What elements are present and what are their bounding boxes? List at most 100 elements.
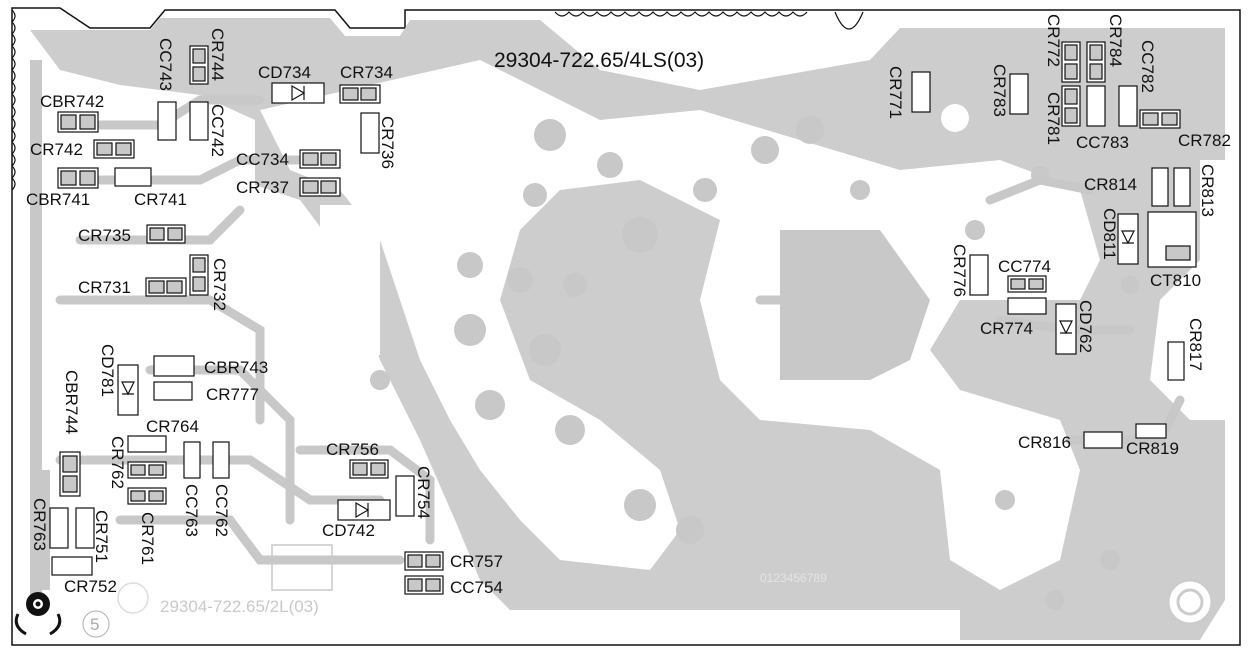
label-cr732: CR732 [210,258,229,311]
footprint-cr784 [1086,41,1106,83]
footprint-cr764 [127,435,167,453]
footprint-ct810 [1147,211,1197,268]
label-cr813: CR813 [1198,164,1217,217]
label-cr817: CR817 [1186,318,1205,371]
label-cr814: CR814 [1084,175,1137,194]
footprint-cc763 [183,441,201,479]
label-cr771: CR771 [886,66,905,119]
footprint-cr816 [1083,431,1123,449]
footprint-cr763 [49,507,69,549]
footprint-cr757 [404,551,444,571]
label-cr816: CR816 [1018,433,1071,452]
footprint-cr732 [189,254,209,296]
board-title: 29304-722.65/4LS(03) [494,49,705,72]
footprint-cd781 [117,364,139,416]
label-cc774: CC774 [998,257,1051,276]
footprint-cr736 [360,112,380,154]
label-cc743: CC743 [156,38,175,91]
footprint-cbr742 [57,111,99,133]
label-cr819: CR819 [1126,439,1179,458]
label-cbr742: CBR742 [40,92,105,111]
footprint-cr731 [145,277,187,297]
label-cc763: CC763 [182,484,201,537]
footprint-cbr744 [59,451,81,497]
fiducial-icon [14,592,62,636]
footprint-cc742 [189,101,209,141]
footprint-cr776 [969,254,989,296]
label-cd734: CD734 [258,63,311,82]
footprint-cr742 [93,139,135,159]
label-cd762: CD762 [1076,300,1095,353]
footprint-cd742 [337,499,391,521]
label-cr757: CR757 [450,552,503,571]
serial-marking: 0123456789 [760,571,827,585]
label-cc783: CC783 [1076,133,1129,152]
footprint-cc734 [299,149,341,169]
label-cr744: CR744 [208,28,227,81]
label-cr754: CR754 [414,466,433,519]
footprint-cd762 [1055,303,1077,355]
label-cbr741: CBR741 [26,190,91,209]
components [49,41,1197,595]
footprint-cr771 [911,71,931,113]
label-cr763: CR763 [30,498,49,551]
label-cr784: CR784 [1106,14,1125,67]
footprint-cr752 [51,556,93,576]
label-cr742: CR742 [30,140,83,159]
footprint-cr741 [114,167,152,187]
label-cc734: CC734 [236,150,289,169]
label-cr774: CR774 [980,319,1033,338]
footprint-cr762 [127,461,167,479]
footprint-cr737 [299,177,341,197]
footprint-cbr741 [57,167,99,189]
vias [370,116,1139,610]
footprint-cr774 [1007,297,1047,315]
label-cr735: CR735 [78,226,131,245]
footprint-cr819 [1135,423,1167,439]
footprint-cr813 [1173,167,1191,207]
label-cr764: CR764 [146,417,199,436]
label-cc762: CC762 [212,484,231,537]
label-cr737: CR737 [236,178,289,197]
footprint-cd734 [271,82,325,104]
footprint-cd811 [1117,213,1139,265]
label-cc742: CC742 [208,104,227,157]
footprint-cr734 [339,84,381,104]
label-cr782: CR782 [1178,131,1231,150]
footprint-cc774 [1007,275,1047,293]
mounting-hole-right [1166,578,1214,626]
label-cbr743: CBR743 [204,358,269,377]
footprint-cc754 [404,575,444,595]
label-cc754: CC754 [450,578,503,597]
label-cr736: CR736 [378,116,397,169]
label-cd811: CD811 [1100,208,1119,260]
footprint-cr817 [1167,341,1185,381]
footprint-cr735 [146,224,186,244]
footprint-cr814 [1151,167,1169,207]
label-cr751: CR751 [92,510,111,563]
footprint-cr781 [1061,85,1081,127]
footprint-cr754 [395,475,415,517]
footprint-cc782 [1118,85,1138,127]
label-cr761: CR761 [138,512,157,565]
label-cr756: CR756 [326,440,379,459]
label-cr776: CR776 [950,244,969,297]
footprint-cr777 [153,381,193,401]
label-cc782: CC782 [1138,40,1157,93]
footprint-cc762 [212,441,230,479]
left-scallop-edge [11,9,16,191]
label-cr752: CR752 [64,577,117,596]
footprint-cbr743 [153,355,195,377]
secondary-marking: 29304-722.65/2L(03) [160,597,319,616]
footprint-cc743 [157,101,177,141]
label-cr731: CR731 [78,278,131,297]
footprint-cr772 [1061,41,1081,83]
corner-number: 5 [90,615,100,634]
footprint-cr783 [1009,73,1029,115]
footprint-cr751 [75,507,95,549]
label-cr781: CR781 [1044,92,1063,145]
footprint-cr761 [127,487,167,505]
footprint-cr782 [1139,109,1181,129]
